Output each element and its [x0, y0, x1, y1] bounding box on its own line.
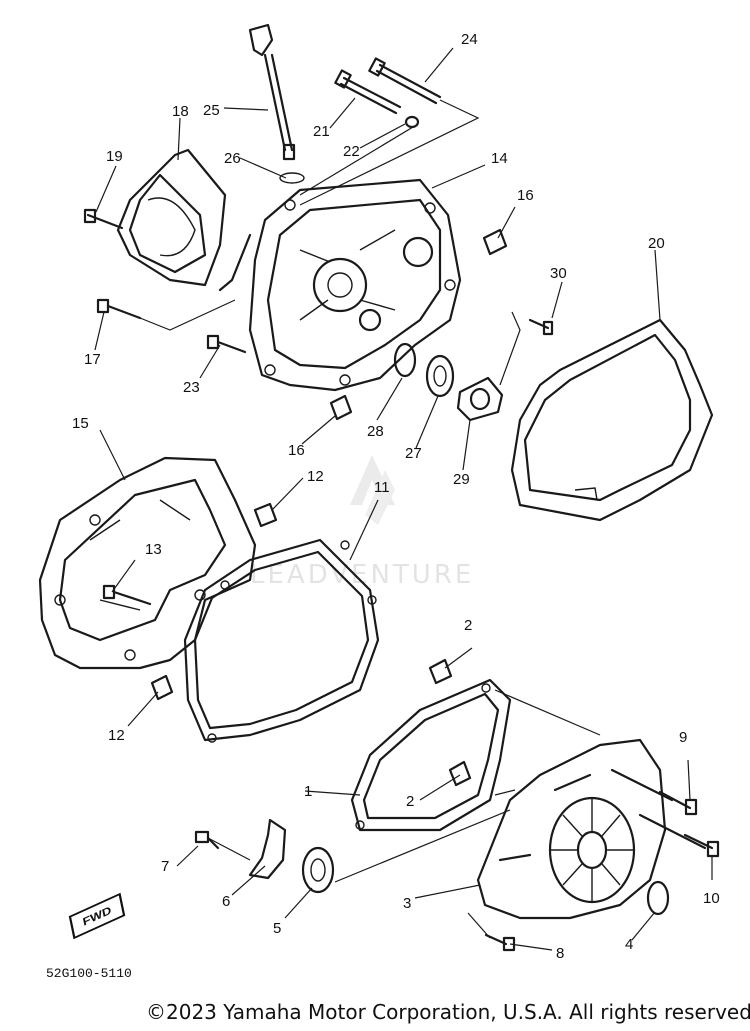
callout-7: 7: [161, 858, 169, 875]
drawing-code: 52G100-5110: [46, 966, 132, 981]
callout-3: 3: [403, 895, 411, 912]
callout-21: 21: [313, 123, 330, 140]
part-gasket-20: [510, 318, 714, 522]
callout-11: 11: [374, 479, 390, 496]
part-crankcase-cover-14: [218, 178, 462, 392]
copyright-notice: ©2023 Yamaha Motor Corporation, U.S.A. A…: [146, 1000, 750, 1024]
callout-28: 28: [367, 423, 384, 440]
callout-17: 17: [84, 351, 101, 368]
callouts: 1 2 2 3 4 5 6 7 8 9 10 11 12 12 13 14 15…: [72, 31, 720, 962]
watermark: LEADVENTURE: [250, 455, 474, 590]
watermark-text: LEADVENTURE: [250, 560, 474, 590]
callout-13: 13: [145, 541, 162, 558]
part-dipstick: [248, 23, 305, 184]
callout-10: 10: [703, 890, 720, 907]
callout-8: 8: [556, 945, 564, 962]
callout-14: 14: [491, 150, 508, 167]
callout-2b: 2: [406, 793, 414, 810]
callout-9: 9: [679, 729, 687, 746]
part-gasket-11: [183, 538, 380, 743]
callout-24: 24: [461, 31, 478, 48]
part-clutch-cover-3: [476, 738, 667, 920]
part-bolts-left: [96, 298, 247, 354]
callout-26: 26: [224, 150, 241, 167]
callout-4: 4: [625, 936, 633, 953]
callout-25: 25: [203, 102, 220, 119]
part-dowels-16: [329, 228, 508, 421]
callout-1: 1: [304, 783, 312, 800]
part-gasket-1: [350, 658, 601, 832]
callout-19: 19: [106, 148, 123, 165]
callout-12a: 12: [307, 468, 324, 485]
callout-12b: 12: [108, 727, 125, 744]
callout-5: 5: [273, 920, 281, 937]
callout-16b: 16: [288, 442, 305, 459]
part-cover-18: [83, 148, 227, 287]
callout-27: 27: [405, 445, 422, 462]
callout-18: 18: [172, 103, 189, 120]
callout-20: 20: [648, 235, 665, 252]
leader-lines: [94, 47, 713, 951]
callout-22: 22: [343, 143, 360, 160]
callout-6: 6: [222, 893, 230, 910]
callout-2a: 2: [464, 617, 472, 634]
callout-29: 29: [453, 471, 470, 488]
callout-16a: 16: [517, 187, 534, 204]
callout-30: 30: [550, 265, 567, 282]
callout-23: 23: [183, 379, 200, 396]
part-bolts-top: [299, 57, 480, 206]
callout-15: 15: [72, 415, 89, 432]
part-small-parts: [194, 768, 720, 952]
part-crankcase-15: [38, 456, 257, 670]
part-bearing-set: [393, 311, 554, 422]
